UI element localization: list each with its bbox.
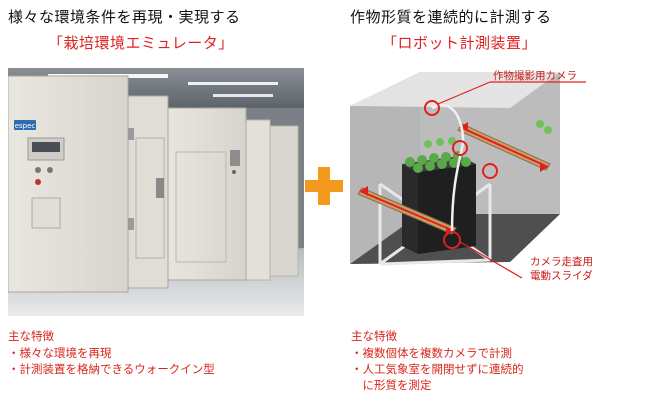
right-title: 作物形質を連続的に計測する xyxy=(350,8,552,26)
right-feature-item: に形質を測定 xyxy=(351,378,432,392)
left-subtitle: 「栽培環境エミュレータ」 xyxy=(48,34,234,52)
left-feature-item: ・様々な環境を再現 xyxy=(8,346,112,360)
left-title: 様々な環境条件を再現・実現する xyxy=(8,8,241,26)
right-feature-item: ・複数個体を複数カメラで計測 xyxy=(351,346,512,360)
left-features-heading: 主な特徴 xyxy=(8,329,54,343)
chamber-photo: espec xyxy=(8,68,304,316)
right-features-heading: 主な特徴 xyxy=(351,329,397,343)
right-subtitle: 「ロボット計測装置」 xyxy=(382,34,538,52)
slider-callout-line1: カメラ走査用 xyxy=(530,256,593,268)
right-feature-item: ・人工気象室を開閉せずに連続的 xyxy=(351,362,524,376)
left-feature-item: ・計測装置を格納できるウォークイン型 xyxy=(8,362,215,376)
robot-diagram xyxy=(350,72,586,279)
brand-label: espec xyxy=(15,122,36,130)
camera-callout: 作物撮影用カメラ xyxy=(493,70,577,82)
plus-icon xyxy=(301,163,347,209)
slider-callout-line2: 電動スライダ xyxy=(530,270,593,282)
